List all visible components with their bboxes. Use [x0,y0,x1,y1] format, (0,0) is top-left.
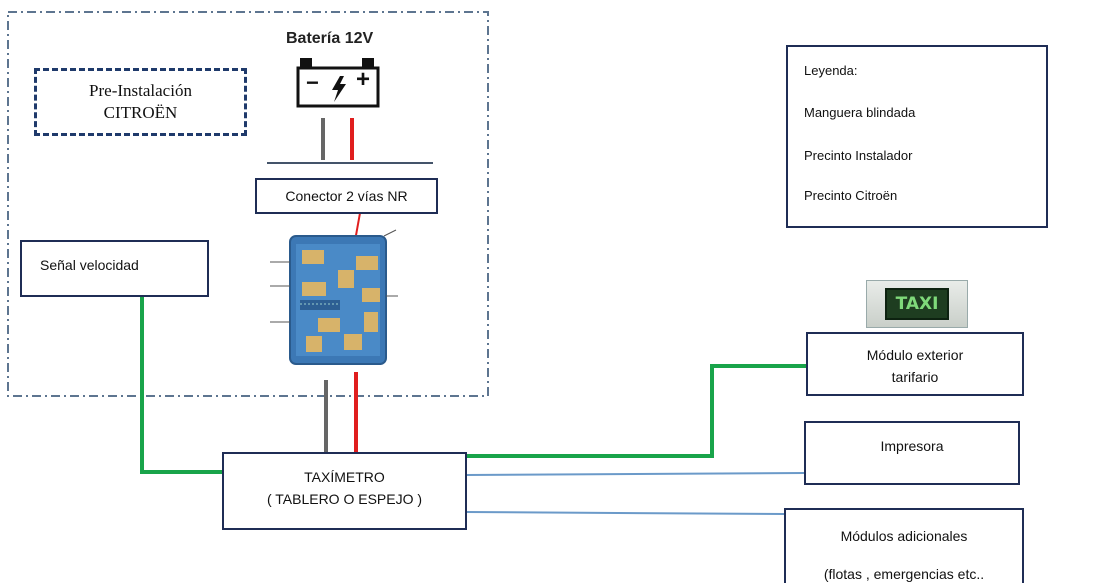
speed-signal-box: Señal velocidad [20,240,209,297]
taximeter-title: TAXÍMETRO [304,469,385,485]
printer-line [465,472,805,476]
taxi-sign-image: TAXI [866,280,968,328]
preinstallation-line2: CITROËN [103,103,178,122]
fuse-box-icon [270,229,398,365]
exterior-module-line1: Módulo exterior [866,347,964,363]
additional-modules-line [465,511,785,515]
additional-modules-line1: Módulos adicionales [840,528,968,544]
taximeter-box: TAXÍMETRO ( TABLERO O ESPEJO ) [222,452,467,530]
preinstallation-line1: Pre-Instalación [89,81,192,100]
battery-plus: + [356,66,371,93]
additional-modules-box: Módulos adicionales (flotas , emergencia… [784,508,1024,583]
legend-item-hose: Manguera blindada [804,105,916,120]
additional-modules-line2: (flotas , emergencias etc.. [823,566,985,582]
exterior-module-box: Módulo exterior tarifario [806,332,1024,396]
legend-item-citroen-seal: Precinto Citroën [804,188,898,203]
legend-box: Leyenda: Manguera blindada Precinto Inst… [786,45,1048,228]
connector-label: Conector 2 vías NR [285,188,408,204]
speed-signal-hose [140,296,224,474]
taxi-sign-display: TAXI [885,288,949,320]
legend-item-installer-seal: Precinto Instalador [804,148,913,163]
preinstallation-region [7,11,489,397]
connector-box: Conector 2 vías NR [255,178,438,214]
battery-icon [296,58,380,108]
preinstallation-label: Pre-Instalación CITROËN [34,68,247,136]
taximeter-subtitle: ( TABLERO O ESPEJO ) [266,491,423,507]
printer-box: Impresora [804,421,1020,485]
battery-title: Batería 12V [286,30,374,47]
printer-label: Impresora [880,438,944,454]
legend-title: Leyenda: [804,63,858,78]
exterior-module-line2: tarifario [891,369,939,385]
battery-minus: − [306,70,319,95]
taxi-sign-text: TAXI [895,294,939,314]
speed-signal-label: Señal velocidad [40,257,139,273]
exterior-module-hose [466,364,808,458]
